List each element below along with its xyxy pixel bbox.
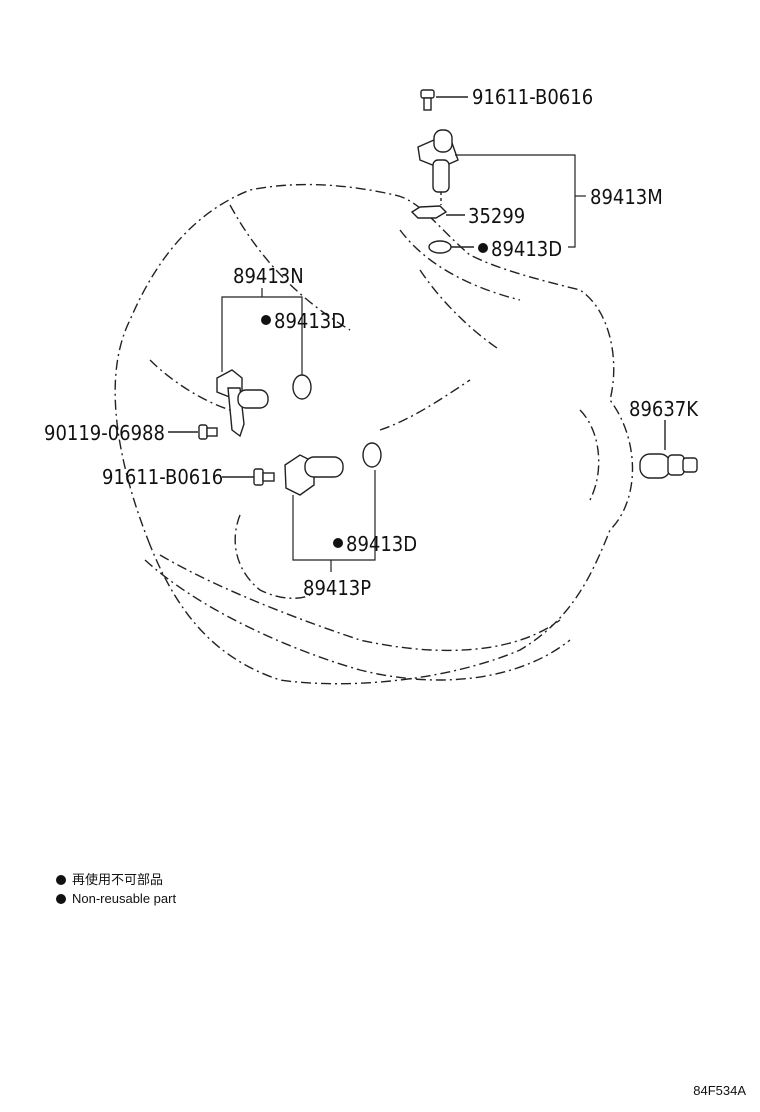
bolt-n-icon	[168, 424, 218, 440]
speed-sensor-m-icon	[417, 129, 459, 205]
oring-top-icon	[428, 240, 474, 254]
non-reusable-dot	[261, 315, 271, 325]
non-reusable-dot	[478, 243, 488, 253]
bullet-icon	[56, 874, 66, 885]
label-clip: 35299	[468, 204, 525, 228]
label-sensor-m: 89413M	[590, 185, 663, 209]
legend-item: Non-reusable part	[56, 889, 176, 908]
label-sensor-n: 89413N	[233, 264, 304, 288]
label-bolt-p: 91611-B0616	[102, 465, 223, 489]
label-bolt-top: 91611-B0616	[472, 85, 593, 109]
legend-text-en: Non-reusable part	[72, 891, 177, 906]
pressure-switch-k-icon	[639, 420, 698, 479]
clip-icon	[410, 205, 465, 219]
label-oring-n: 89413D	[274, 309, 345, 333]
label-oring-top: 89413D	[491, 237, 562, 261]
legend-item: 再使用不可部品	[56, 870, 176, 889]
label-oring-p: 89413D	[346, 532, 417, 556]
label-sensor-p: 89413P	[303, 576, 371, 600]
label-switch-k: 89637K	[629, 397, 699, 421]
non-reusable-dot	[333, 538, 343, 548]
speed-sensor-p-icon	[284, 454, 344, 496]
legend-text-jp: 再使用不可部品	[72, 872, 164, 887]
non-reusable-markers	[261, 243, 488, 548]
bolt-p-icon	[222, 468, 275, 486]
label-bolt-n: 90119-06988	[44, 421, 165, 445]
bracket-n-line	[221, 288, 303, 375]
bullet-icon	[56, 893, 66, 904]
bolt-top-icon	[420, 89, 468, 111]
oring-n-icon	[292, 374, 312, 400]
oring-p-icon	[362, 442, 382, 468]
legend: 再使用不可部品 Non-reusable part	[56, 870, 176, 908]
bracket-p-line	[292, 470, 376, 572]
transmission-housing-outline	[114, 183, 634, 685]
speed-sensor-n-icon	[216, 369, 269, 438]
bracket-m-line	[455, 154, 586, 248]
figure-code: 84F534A	[693, 1083, 746, 1098]
